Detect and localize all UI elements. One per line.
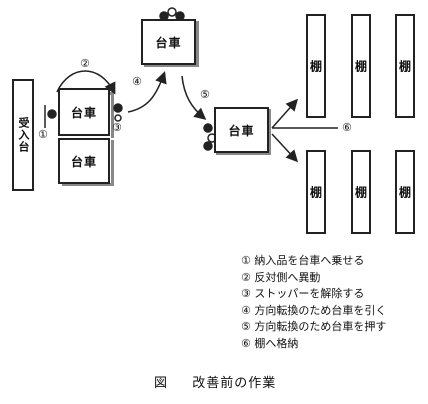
step-2-arc <box>56 70 116 95</box>
cart-top: 台車 <box>141 19 196 65</box>
step-item-4: ④ 方向転換のため台車を引く <box>241 303 387 317</box>
step-list: ① 納入品を台車へ乗せる ② 反対側へ異動 ③ ストッパーを解除する ④ 方向転… <box>241 253 386 352</box>
caption-title: 改善前の作業 <box>192 376 277 391</box>
marker-1: ① <box>38 128 48 141</box>
shelf-bottom-3: 棚 <box>395 150 415 234</box>
marker-4: ④ <box>132 75 142 88</box>
step-4-arrow <box>127 71 167 113</box>
shelf-bottom-1: 棚 <box>306 150 326 234</box>
caption-prefix: 図 <box>154 376 169 391</box>
shelf-top-2: 棚 <box>351 14 371 118</box>
casters <box>47 7 217 151</box>
cart-middle: 台車 <box>214 107 269 153</box>
step-6-arrow-up <box>271 98 298 129</box>
step-item-1: ① 納入品を台車へ乗せる <box>241 254 365 267</box>
step-item-6: ⑥ 棚へ格納 <box>241 336 299 350</box>
marker-2: ② <box>80 57 90 70</box>
receiving-platform: 受入台 <box>12 79 34 191</box>
shelf-top-1: 棚 <box>306 14 326 118</box>
step-item-5: ⑤ 方向転換のため台車を押す <box>241 320 387 333</box>
marker-3: ③ <box>112 121 122 134</box>
cart-2: 台車 <box>58 138 110 184</box>
step-item-2: ② 反対側へ異動 <box>241 270 321 284</box>
shelf-bottom-2: 棚 <box>351 150 371 234</box>
cart-1: 台車 <box>58 88 110 136</box>
figure-caption: 図 改善前の作業 <box>154 372 276 391</box>
step-item-3: ③ ストッパーを解除する <box>241 287 365 300</box>
step-6-arrow-down <box>271 133 299 163</box>
marker-6: ⑥ <box>342 121 352 134</box>
marker-5: ⑤ <box>200 88 210 101</box>
shelf-top-3: 棚 <box>395 14 415 118</box>
step-5-arrow <box>181 75 207 120</box>
